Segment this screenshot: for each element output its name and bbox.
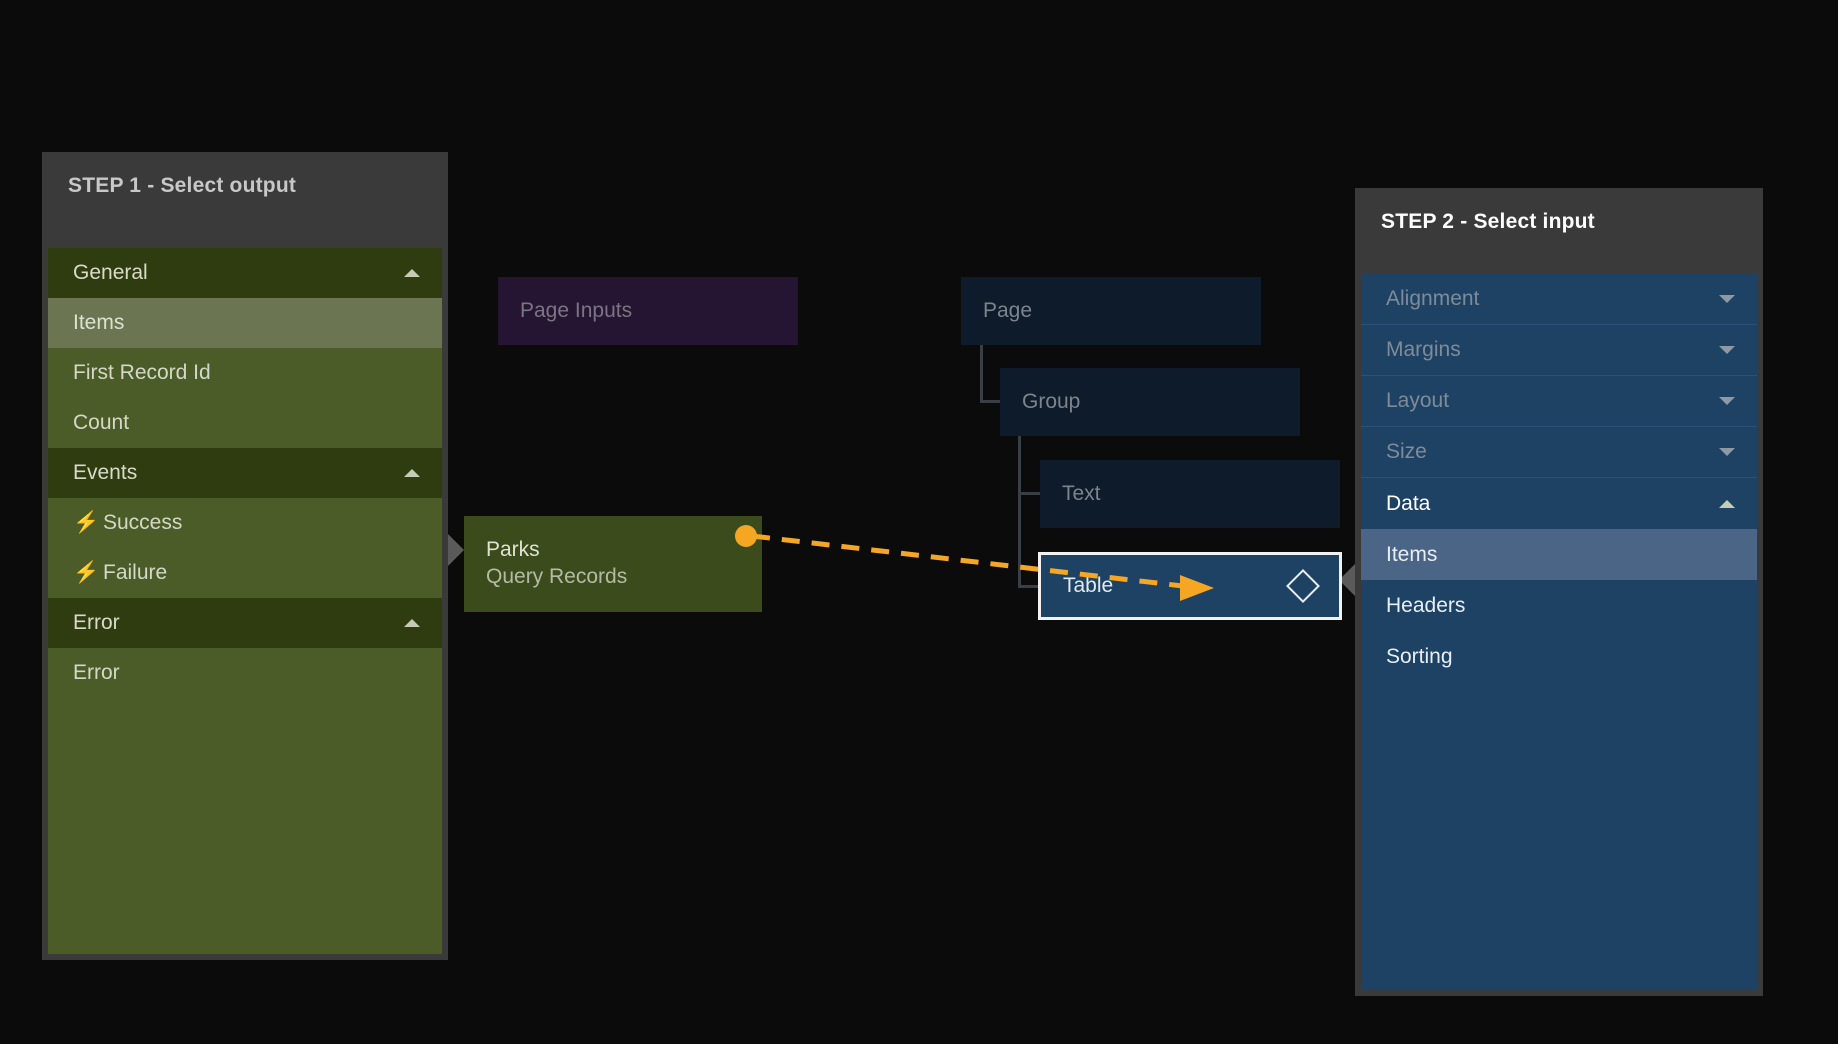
output-item-count[interactable]: Count [48, 398, 442, 448]
group-header-general[interactable]: General [48, 248, 442, 298]
group-label: Size [1386, 440, 1427, 463]
caret-down-icon[interactable] [1719, 295, 1735, 303]
group-header-data[interactable]: Data [1361, 478, 1757, 529]
step2-title: STEP 2 - Select input [1381, 210, 1595, 233]
node-label: Page Inputs [520, 299, 633, 322]
group-header-alignment[interactable]: Alignment [1361, 274, 1757, 325]
node-title: Parks [486, 538, 540, 562]
output-item-success[interactable]: ⚡ Success [48, 498, 442, 548]
group-header-size[interactable]: Size [1361, 427, 1757, 478]
input-item-items[interactable]: Items [1361, 529, 1757, 580]
node-table[interactable]: Table [1038, 552, 1342, 620]
group-label: Alignment [1386, 287, 1480, 310]
step1-panel: STEP 1 - Select output General Items Fir… [42, 152, 448, 960]
node-subtitle: Query Records [486, 565, 628, 588]
node-group[interactable]: Group [1000, 368, 1300, 436]
group-label: Data [1386, 491, 1431, 515]
group-label: Margins [1386, 338, 1461, 361]
node-page[interactable]: Page [961, 277, 1261, 345]
group-label: Error [73, 611, 120, 634]
caret-up-icon[interactable] [404, 469, 420, 477]
node-label: Page [983, 299, 1033, 322]
row-label: Items [73, 311, 125, 334]
caret-up-icon[interactable] [404, 269, 420, 277]
step2-panel: STEP 2 - Select input Alignment Margins … [1355, 188, 1763, 996]
input-item-headers[interactable]: Headers [1361, 580, 1757, 631]
tree-connector [1018, 492, 1040, 495]
group-header-layout[interactable]: Layout [1361, 376, 1757, 427]
tree-connector [980, 400, 1002, 403]
step1-edge-pointer-icon [448, 534, 464, 566]
caret-up-icon[interactable] [1719, 499, 1735, 508]
row-label: Error [73, 661, 120, 684]
diamond-icon[interactable] [1286, 569, 1320, 603]
row-label: Items [1386, 542, 1438, 566]
group-header-error[interactable]: Error [48, 598, 442, 648]
group-label: General [73, 261, 148, 284]
group-label: Layout [1386, 389, 1450, 412]
tree-connector [980, 345, 983, 403]
bolt-icon: ⚡ [73, 561, 100, 584]
row-label: First Record Id [73, 361, 211, 384]
step2-edge-pointer-icon [1339, 564, 1355, 596]
output-item-first-record-id[interactable]: First Record Id [48, 348, 442, 398]
bolt-icon: ⚡ [73, 511, 100, 534]
row-label: Headers [1386, 593, 1466, 617]
caret-down-icon[interactable] [1719, 346, 1735, 354]
node-label: Table [1063, 574, 1114, 597]
node-label: Text [1062, 482, 1101, 505]
output-item-items[interactable]: Items [48, 298, 442, 348]
step1-title: STEP 1 - Select output [68, 174, 297, 197]
node-page-inputs[interactable]: Page Inputs [498, 277, 798, 345]
output-item-failure[interactable]: ⚡ Failure [48, 548, 442, 598]
row-label: Failure [103, 561, 168, 584]
tree-connector [1018, 436, 1021, 588]
row-label: Success [103, 511, 183, 534]
row-label: Sorting [1386, 644, 1453, 668]
caret-down-icon[interactable] [1719, 397, 1735, 405]
step2-tree[interactable]: Alignment Margins Layout Size Data Items [1361, 274, 1757, 990]
output-item-error[interactable]: Error [48, 648, 442, 698]
input-item-sorting[interactable]: Sorting [1361, 631, 1757, 682]
node-parks-query-records[interactable]: Parks Query Records [464, 516, 762, 612]
node-text[interactable]: Text [1040, 460, 1340, 528]
row-label: Count [73, 411, 130, 434]
group-header-events[interactable]: Events [48, 448, 442, 498]
group-label: Events [73, 461, 138, 484]
node-label: Group [1022, 390, 1081, 413]
caret-up-icon[interactable] [404, 619, 420, 627]
step1-tree[interactable]: General Items First Record Id Count Even… [48, 248, 442, 954]
group-header-margins[interactable]: Margins [1361, 325, 1757, 376]
caret-down-icon[interactable] [1719, 448, 1735, 456]
tree-connector [1018, 585, 1040, 588]
